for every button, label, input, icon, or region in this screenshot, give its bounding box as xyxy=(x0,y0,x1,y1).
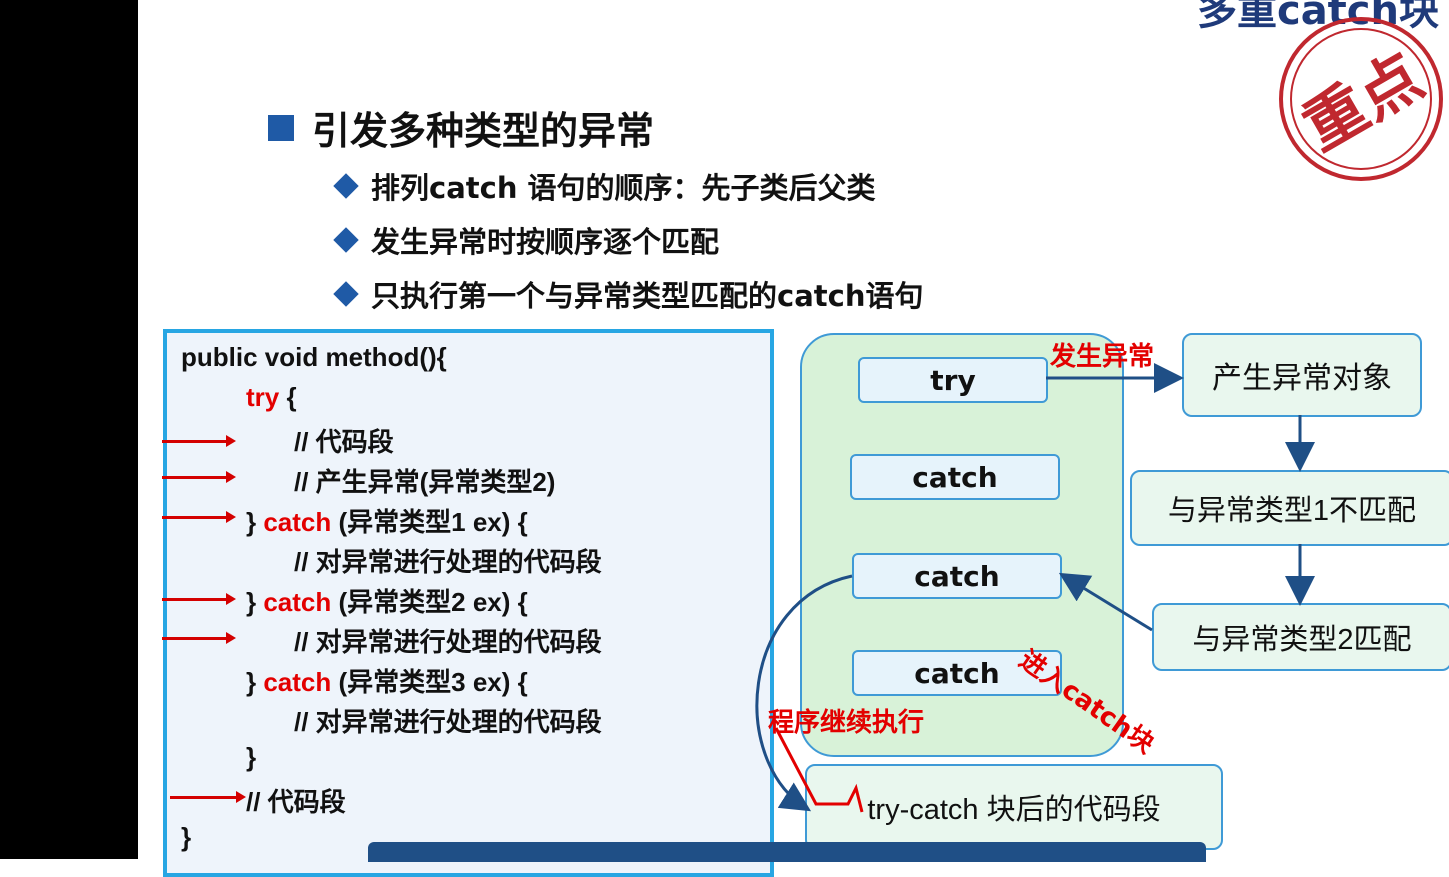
catch-node-2: catch xyxy=(852,553,1062,599)
code-line: } catch (异常类型2 ex) { xyxy=(246,582,528,619)
heading-text: 引发多种类型的异常 xyxy=(312,109,655,153)
code-line: // 对异常进行处理的代码段 xyxy=(294,627,602,657)
match-box: 与异常类型2匹配 xyxy=(1152,603,1449,671)
code-keyword: catch xyxy=(263,667,332,697)
bottom-banner xyxy=(368,842,1206,862)
execution-arrow-icon xyxy=(162,593,236,605)
red-annotation-stroke xyxy=(774,727,864,813)
bullet-item-3: 只执行第一个与异常类型匹配的catch语句 xyxy=(333,273,923,315)
label-exception-occurs: 发生异常 xyxy=(1050,342,1155,372)
bullet-text: 发生异常时按顺序逐个匹配 xyxy=(371,225,720,259)
bullet-item-2: 发生异常时按顺序逐个匹配 xyxy=(333,219,719,261)
code-line: try { xyxy=(246,382,297,413)
execution-arrow-icon xyxy=(162,435,236,447)
flow-connectors xyxy=(755,363,1315,813)
code-line: public void method(){ xyxy=(181,342,447,372)
produce-exception-box: 产生异常对象 xyxy=(1182,333,1422,417)
slide-heading: 引发多种类型的异常 xyxy=(268,100,654,155)
code-text: (异常类型2 ex) { xyxy=(331,587,528,617)
code-line: } xyxy=(181,822,192,852)
code-keyword: try xyxy=(246,382,280,412)
code-keyword: catch xyxy=(263,507,332,537)
key-point-stamp-icon: 重点 xyxy=(1279,17,1443,181)
bullet-text: 只执行第一个与异常类型匹配的catch语句 xyxy=(371,279,924,313)
bullet-item-1: 排列catch 语句的顺序：先子类后父类 xyxy=(333,165,876,207)
code-text: (异常类型3 ex) { xyxy=(331,667,528,697)
code-keyword: catch xyxy=(263,587,332,617)
code-text: } xyxy=(246,507,264,537)
catch-node-1: catch xyxy=(850,454,1060,500)
code-line: // 对异常进行处理的代码段 xyxy=(294,547,602,577)
code-line: // 对异常进行处理的代码段 xyxy=(294,707,602,737)
left-black-bar xyxy=(0,0,138,859)
arrow-catch2-to-after xyxy=(755,574,853,812)
code-text: } xyxy=(246,667,264,697)
label-continue: 程序继续执行 xyxy=(768,708,925,738)
square-bullet-icon xyxy=(268,114,294,141)
execution-arrow-icon xyxy=(170,791,246,803)
try-node: try xyxy=(858,357,1048,403)
code-line: } xyxy=(246,742,257,772)
bullet-text: 排列catch 语句的顺序：先子类后父类 xyxy=(371,171,876,205)
execution-arrow-icon xyxy=(162,471,236,483)
code-line: } catch (异常类型1 ex) { xyxy=(246,502,528,539)
code-line: // 代码段 xyxy=(246,787,346,817)
arrow-match-to-catch2 xyxy=(1058,572,1153,632)
execution-arrow-icon xyxy=(162,511,236,523)
code-text: (异常类型1 ex) { xyxy=(331,507,528,537)
code-line: // 产生异常(异常类型2) xyxy=(294,467,556,497)
code-text: } xyxy=(246,587,264,617)
catch-node-3: catch xyxy=(852,650,1062,696)
code-text: { xyxy=(279,382,297,412)
execution-arrow-icon xyxy=(162,632,236,644)
code-line: } catch (异常类型3 ex) { xyxy=(246,662,528,699)
code-line: // 代码段 xyxy=(294,427,394,457)
